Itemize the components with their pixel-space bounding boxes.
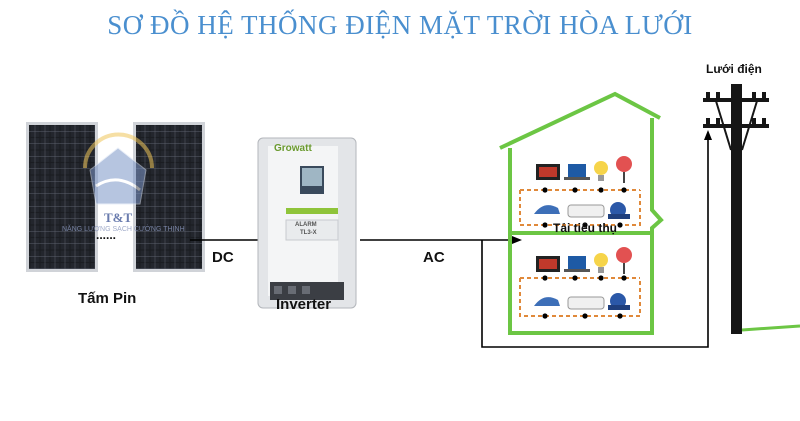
- fan-icon: [616, 247, 632, 274]
- panels-dots: ......: [96, 228, 117, 242]
- air-conditioner-icon: [567, 204, 605, 218]
- wiring: [190, 138, 709, 348]
- load-circuits: [519, 189, 641, 317]
- fan-icon: [616, 156, 632, 183]
- pump-icon: [608, 293, 630, 310]
- tv-icon: [536, 164, 560, 180]
- inverter-series: TL3-X: [300, 230, 317, 236]
- utility-pole: [703, 84, 800, 334]
- air-conditioner-icon: [567, 296, 605, 310]
- pump-icon: [608, 202, 630, 219]
- ac-label: AC: [423, 249, 445, 266]
- appliances-floor-2: [534, 247, 632, 319]
- watermark-logo: [83, 132, 154, 205]
- inverter-model-tag: ALARM: [295, 222, 317, 228]
- inverter-label: Inverter: [276, 296, 332, 313]
- bulb-icon: [594, 253, 608, 273]
- appliances-floor-1: [534, 156, 632, 228]
- grid-label: Lưới điện: [706, 62, 762, 76]
- return-wire: [481, 138, 709, 348]
- dc-label: DC: [212, 249, 234, 266]
- tv-icon: [536, 256, 560, 272]
- diagram-title: SƠ ĐỒ HỆ THỐNG ĐIỆN MẶT TRỜI HÒA LƯỚI: [107, 10, 693, 40]
- solar-panel-left: [26, 122, 98, 272]
- iron-icon: [534, 297, 560, 306]
- ground-line: [741, 324, 800, 332]
- inverter-brand: Growatt: [274, 143, 312, 154]
- dc-arrowhead: [512, 236, 522, 244]
- laptop-icon: [564, 256, 590, 272]
- watermark-text: T&T: [104, 210, 133, 225]
- loads-label: Tải tiêu thụ: [553, 221, 617, 235]
- inverter-unit: [257, 137, 357, 309]
- iron-icon: [534, 205, 560, 214]
- grid-arrowhead: [704, 130, 712, 140]
- house-outline: [499, 91, 664, 335]
- bulb-icon: [594, 161, 608, 181]
- panels-label: Tấm Pin: [78, 290, 137, 307]
- watermark-subtext: NĂNG LƯỢNG SẠCH CƯỜNG THỊNH: [62, 226, 185, 233]
- laptop-icon: [564, 164, 590, 180]
